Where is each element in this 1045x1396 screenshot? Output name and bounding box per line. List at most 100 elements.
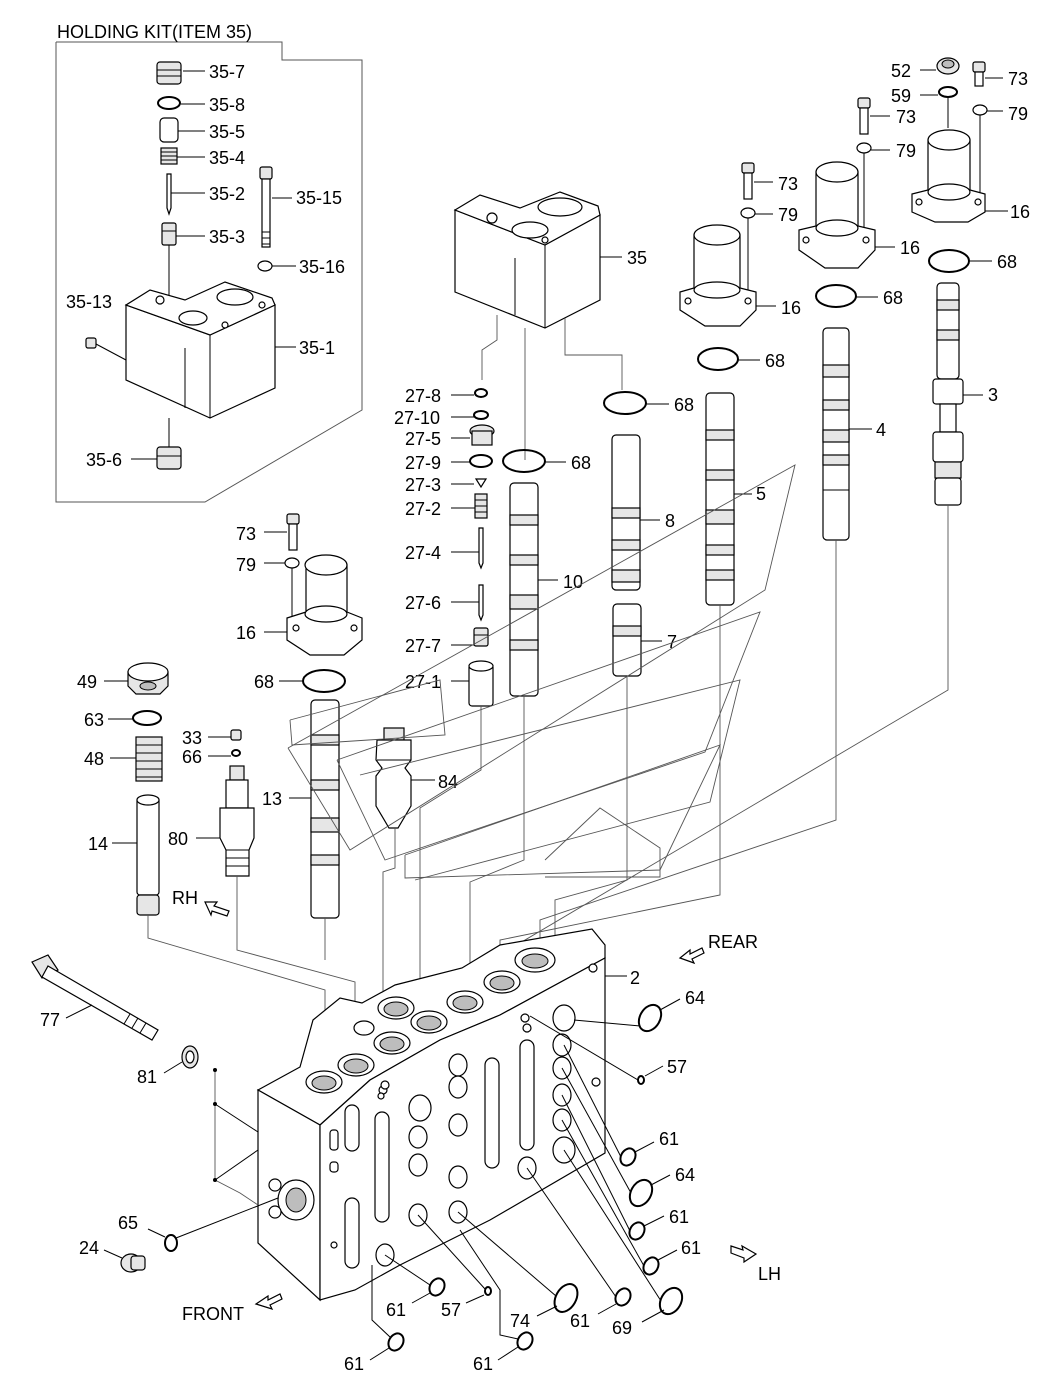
part-7-spool[interactable] <box>612 603 642 677</box>
part-35-holding-valve[interactable] <box>453 191 601 329</box>
part-24-plug[interactable] <box>120 1253 146 1273</box>
part-61-oring-c[interactable] <box>640 1255 661 1278</box>
callout-68-b: 68 <box>883 288 903 308</box>
part-35-3-screw[interactable] <box>161 222 177 246</box>
part-77-tie-bolt[interactable] <box>31 954 159 1041</box>
part-35-13-plug[interactable] <box>85 337 97 349</box>
part-66-oring[interactable] <box>231 749 241 757</box>
callout-74: 74 <box>510 1311 530 1331</box>
part-3-spool[interactable] <box>932 282 964 506</box>
part-52-plug[interactable] <box>936 57 960 75</box>
callout-27-9: 27-9 <box>405 453 441 473</box>
callout-73-a: 73 <box>1008 69 1028 89</box>
part-5-spool[interactable] <box>705 392 735 606</box>
part-73-bolt-d[interactable] <box>286 513 300 551</box>
part-73-bolt-c[interactable] <box>741 162 755 200</box>
holding-kit-group: HOLDING KIT(ITEM 35) <box>55 22 363 503</box>
part-27-4-pin[interactable] <box>478 527 484 570</box>
callout-13: 13 <box>262 789 282 809</box>
callout-80: 80 <box>168 829 188 849</box>
part-27-5-plug[interactable] <box>469 424 495 446</box>
part-35-8-oring[interactable] <box>157 96 181 110</box>
part-4-spool[interactable] <box>822 327 850 541</box>
part-35-16-washer[interactable] <box>257 260 273 272</box>
callout-4: 4 <box>876 420 886 440</box>
part-68-oring-b[interactable] <box>815 284 857 308</box>
part-27-1-sleeve[interactable] <box>468 660 494 707</box>
part-57-oring-a[interactable] <box>637 1075 645 1085</box>
part-10-spool[interactable] <box>509 482 539 697</box>
holding-kit-title: HOLDING KIT(ITEM 35) <box>57 22 252 42</box>
part-27-7-screw[interactable] <box>473 627 489 647</box>
part-27-10-oring[interactable] <box>473 410 489 420</box>
part-73-bolt-a[interactable] <box>972 61 986 87</box>
part-16-solenoid-a[interactable] <box>911 129 986 223</box>
part-79-washer-c[interactable] <box>740 207 756 219</box>
part-35-2-pin[interactable] <box>166 173 172 216</box>
part-35-7-plug[interactable] <box>156 61 182 85</box>
part-81-washer[interactable] <box>181 1045 199 1069</box>
callout-27-4: 27-4 <box>405 543 441 563</box>
part-27-9-oring[interactable] <box>469 454 493 468</box>
part-27-6-pin[interactable] <box>478 584 484 622</box>
direction-rh: RH <box>172 888 230 917</box>
part-33-screw[interactable] <box>230 729 242 741</box>
part-16-solenoid-c[interactable] <box>679 224 757 327</box>
part-68-oring-f[interactable] <box>302 669 346 693</box>
part-35-4-spring[interactable] <box>160 147 178 165</box>
part-16-solenoid-d[interactable] <box>286 554 363 656</box>
part-27-8-oring[interactable] <box>474 388 488 398</box>
callout-79-b: 79 <box>896 141 916 161</box>
part-61-oring-b[interactable] <box>626 1220 647 1243</box>
part-8-spool[interactable] <box>611 434 641 591</box>
callout-59: 59 <box>891 86 911 106</box>
callout-68-f: 68 <box>254 672 274 692</box>
callout-8: 8 <box>665 511 675 531</box>
part-65-oring[interactable] <box>164 1234 178 1252</box>
part-14-poppet[interactable] <box>136 794 160 916</box>
part-61-oring-a[interactable] <box>617 1146 638 1169</box>
part-35-15-bolt[interactable] <box>259 166 273 248</box>
part-79-washer-b[interactable] <box>856 142 872 154</box>
part-61-oring-f[interactable] <box>426 1276 447 1299</box>
part-49-plug[interactable] <box>127 662 169 695</box>
part-74-oring[interactable] <box>550 1280 582 1316</box>
part-68-oring-c[interactable] <box>697 347 739 371</box>
part-79-washer-d[interactable] <box>284 557 300 569</box>
part-61-oring-d[interactable] <box>612 1286 633 1309</box>
part-79-washer-a[interactable] <box>972 104 988 116</box>
callout-16-a: 16 <box>1010 202 1030 222</box>
part-27-3-ball[interactable] <box>474 478 488 489</box>
part-61-oring-g[interactable] <box>385 1331 406 1354</box>
part-68-oring-e[interactable] <box>502 449 546 473</box>
part-63-oring[interactable] <box>132 710 162 726</box>
part-16-solenoid-b[interactable] <box>798 161 876 269</box>
part-61-oring-e[interactable] <box>514 1330 535 1353</box>
svg-text:LH: LH <box>758 1264 781 1284</box>
part-57-oring-b[interactable] <box>484 1286 492 1296</box>
part-59-oring[interactable] <box>938 86 958 98</box>
callout-61-b: 61 <box>669 1207 689 1227</box>
callout-61-f: 61 <box>386 1300 406 1320</box>
callout-73-d: 73 <box>236 524 256 544</box>
callout-79-d: 79 <box>236 555 256 575</box>
part-48-spring[interactable] <box>135 736 163 782</box>
part-73-bolt-b[interactable] <box>857 97 871 135</box>
part-35-6-plug[interactable] <box>156 446 182 470</box>
callout-24: 24 <box>79 1238 99 1258</box>
callout-27-10: 27-10 <box>394 408 440 428</box>
callout-35-3: 35-3 <box>209 227 245 247</box>
part-35-5-piston[interactable] <box>159 117 179 143</box>
part-80-relief-valve[interactable] <box>219 765 255 877</box>
part-68-oring-d[interactable] <box>603 391 647 415</box>
part-27-2-spring[interactable] <box>474 493 488 519</box>
part-68-oring-a[interactable] <box>928 249 970 273</box>
part-2-valve-body[interactable] <box>256 928 606 1302</box>
part-69-oring[interactable] <box>655 1284 686 1318</box>
part-35-1-holding-body[interactable] <box>124 281 276 419</box>
callout-3: 3 <box>988 385 998 405</box>
part-84-relief-valve[interactable] <box>375 727 412 829</box>
part-64-oring-a[interactable] <box>634 1001 665 1035</box>
callout-35-2: 35-2 <box>209 184 245 204</box>
part-64-oring-b[interactable] <box>625 1176 656 1210</box>
